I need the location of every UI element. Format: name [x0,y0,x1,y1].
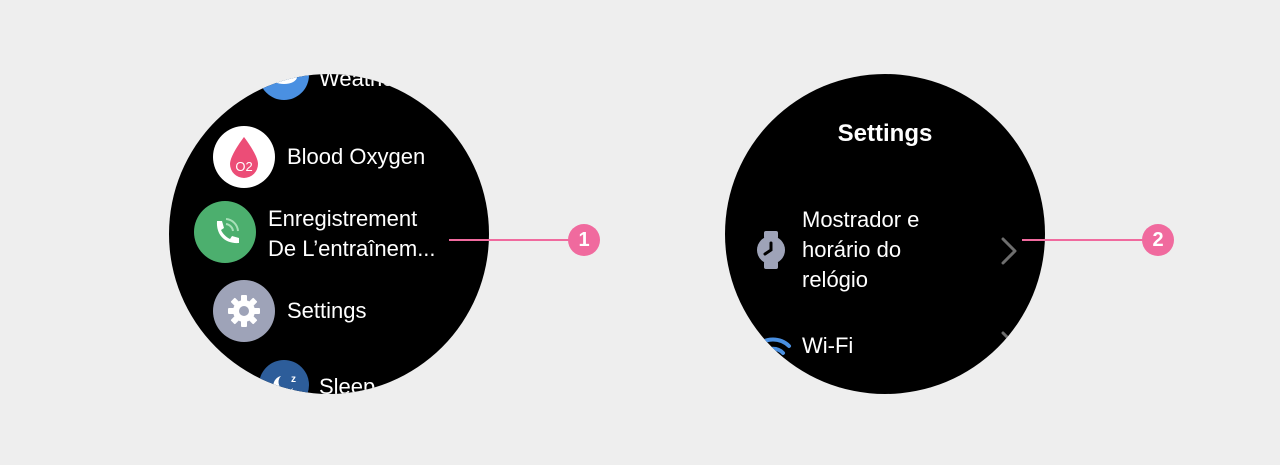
callout-badge-2: 2 [1142,224,1174,256]
callout-line-1 [449,239,569,241]
sleep-icon[interactable]: z [259,360,309,394]
watch-icon [753,231,789,269]
watch-app-list: Weather O2 Blood Oxygen Enregistrement D… [169,74,489,394]
gear-icon[interactable] [213,280,275,342]
app-label-settings[interactable]: Settings [287,298,367,323]
app-label-blood-oxygen[interactable]: Blood Oxygen [287,144,426,169]
weather-icon[interactable] [259,74,309,100]
callout-line-2 [1022,239,1144,241]
settings-item-label-line2: horário do [802,237,902,262]
app-label-workout-line1[interactable]: Enregistrement [268,206,418,231]
app-label-workout-line2[interactable]: De L’entraînem... [268,236,436,261]
app-label-sleep[interactable]: Sleep [319,374,376,394]
settings-item-label-line1: Mostrador e [802,207,920,232]
blood-oxygen-icon[interactable]: O2 [213,126,275,188]
page-title: Settings [837,120,933,147]
callout-badge-1: 1 [568,224,600,256]
svg-text:z: z [291,374,296,385]
chevron-right-icon[interactable] [997,236,1021,266]
svg-text:O2: O2 [235,159,252,174]
wifi-icon [755,337,791,355]
chevron-right-icon[interactable] [997,330,1021,360]
app-label-weather[interactable]: Weather [319,74,402,91]
settings-item-label-line3: relógio [802,267,869,292]
settings-item-label-wifi: Wi-Fi [802,333,854,358]
workout-phone-icon[interactable] [194,201,256,263]
watch-settings: Settings Mostrador e horário do relógio … [725,74,1045,394]
